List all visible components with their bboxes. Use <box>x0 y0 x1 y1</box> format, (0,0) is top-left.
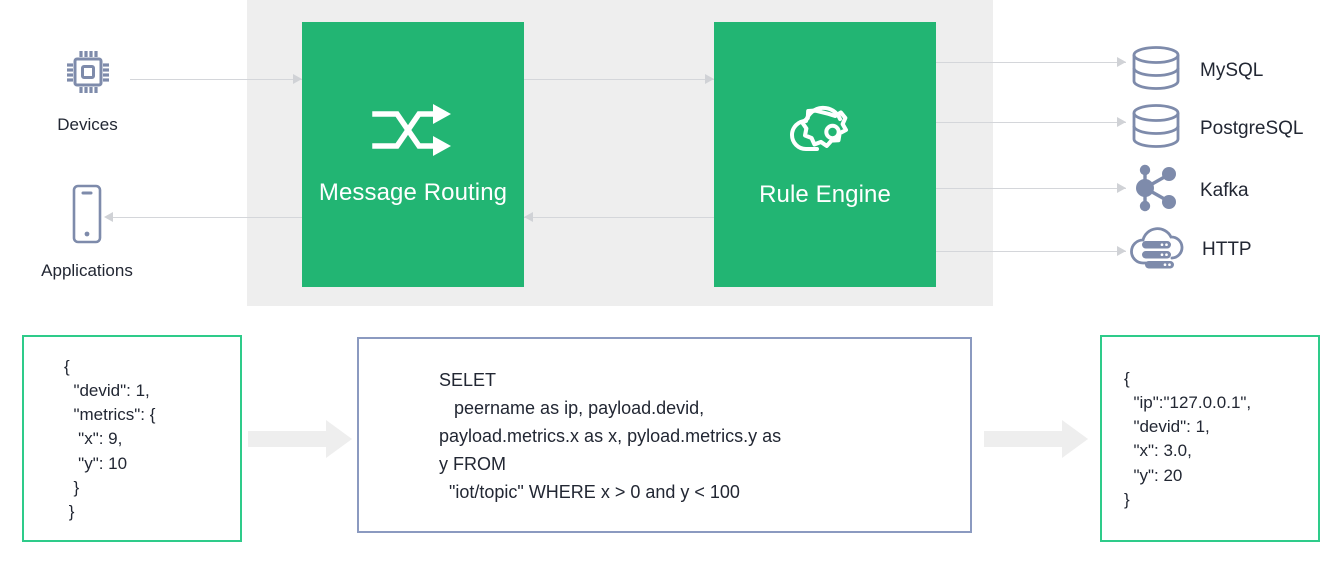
shuffle-arrows-icon <box>371 101 455 164</box>
sink-kafka-label: Kafka <box>1200 179 1249 201</box>
arrowhead-devices-to-routing <box>293 74 302 84</box>
endpoint-devices-label: Devices <box>57 115 118 134</box>
endpoint-applications[interactable]: Applications <box>22 182 152 281</box>
sink-postgresql[interactable]: PostgreSQL <box>1128 103 1304 154</box>
arrowhead-to-mysql <box>1117 57 1126 67</box>
connector-routing-to-rule-engine <box>524 79 714 80</box>
process-box-message-routing-label: Message Routing <box>318 178 508 206</box>
input-payload-box: { "devid": 1, "metrics": { "x": 9, "y": … <box>22 335 242 542</box>
arrowhead-routing-to-rule-engine <box>705 74 714 84</box>
sink-postgresql-label: PostgreSQL <box>1200 117 1304 139</box>
endpoint-applications-label: Applications <box>41 261 133 280</box>
node-graph-icon <box>1128 162 1184 219</box>
arrowhead-routing-to-applications <box>104 212 113 222</box>
connector-devices-to-routing <box>130 79 302 80</box>
process-box-message-routing[interactable]: Message Routing <box>302 22 524 287</box>
sink-mysql-label: MySQL <box>1200 59 1264 81</box>
process-box-rule-engine[interactable]: Rule Engine <box>714 22 936 287</box>
arrowhead-to-kafka <box>1117 183 1126 193</box>
output-payload-box: { "ip":"127.0.0.1", "devid": 1, "x": 3.0… <box>1100 335 1320 542</box>
flow-arrow-shaft <box>248 431 326 447</box>
flow-arrow-sql-to-output <box>984 420 1088 458</box>
flow-arrow-input-to-sql <box>248 420 352 458</box>
cloud-gear-icon <box>787 99 863 166</box>
database-cylinder-icon <box>1128 45 1184 96</box>
sink-mysql[interactable]: MySQL <box>1128 45 1263 96</box>
database-cylinder-icon <box>1128 103 1184 154</box>
arrowhead-rule-engine-to-routing <box>524 212 533 222</box>
process-box-rule-engine-label: Rule Engine <box>759 180 891 208</box>
connector-rule-engine-to-mysql <box>936 62 1126 63</box>
connector-rule-engine-to-postgresql <box>936 122 1126 123</box>
connector-routing-to-applications <box>112 217 304 218</box>
smartphone-icon <box>65 182 109 251</box>
arrowhead-to-postgresql <box>1117 117 1126 127</box>
connector-rule-engine-to-http <box>936 251 1126 252</box>
sink-kafka[interactable]: Kafka <box>1128 162 1249 219</box>
endpoint-devices[interactable]: Devices <box>25 44 150 135</box>
connector-rule-engine-to-routing <box>524 217 714 218</box>
flow-arrow-head <box>1062 420 1088 458</box>
flow-arrow-head <box>326 420 352 458</box>
microchip-icon <box>60 44 116 105</box>
cloud-server-icon <box>1128 222 1186 277</box>
arrowhead-to-http <box>1117 246 1126 256</box>
sink-http-label: HTTP <box>1202 238 1252 260</box>
connector-rule-engine-to-kafka <box>936 188 1126 189</box>
flow-arrow-shaft <box>984 431 1062 447</box>
sink-http[interactable]: HTTP <box>1128 222 1252 277</box>
sql-rule-box: SELET peername as ip, payload.devid, pay… <box>357 337 972 533</box>
